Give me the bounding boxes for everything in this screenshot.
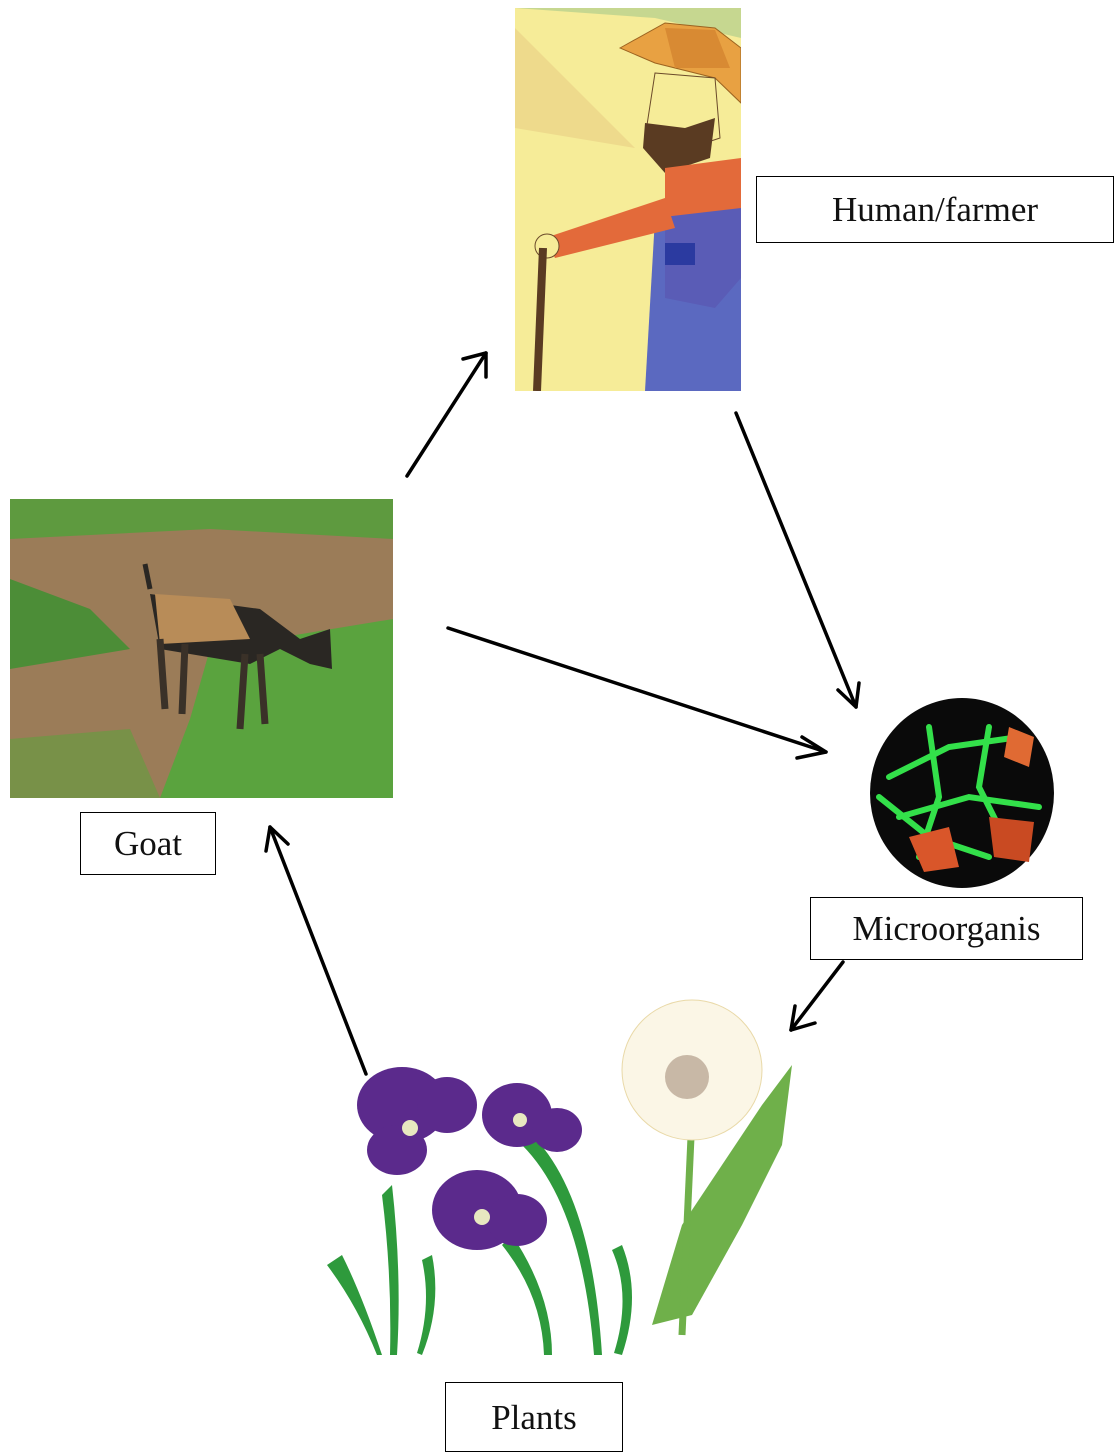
arrow-goat-to-micro bbox=[448, 628, 826, 758]
arrow-human-to-micro bbox=[736, 413, 859, 707]
arrow-goat-to-human bbox=[407, 353, 486, 476]
label-microorganisms: Microorganis bbox=[810, 897, 1083, 960]
label-plants: Plants bbox=[445, 1382, 623, 1452]
label-goat: Goat bbox=[80, 812, 216, 875]
arrow-plants-to-goat bbox=[266, 827, 366, 1074]
arrow-micro-to-plants bbox=[791, 962, 843, 1030]
label-human-farmer: Human/farmer bbox=[756, 176, 1114, 243]
